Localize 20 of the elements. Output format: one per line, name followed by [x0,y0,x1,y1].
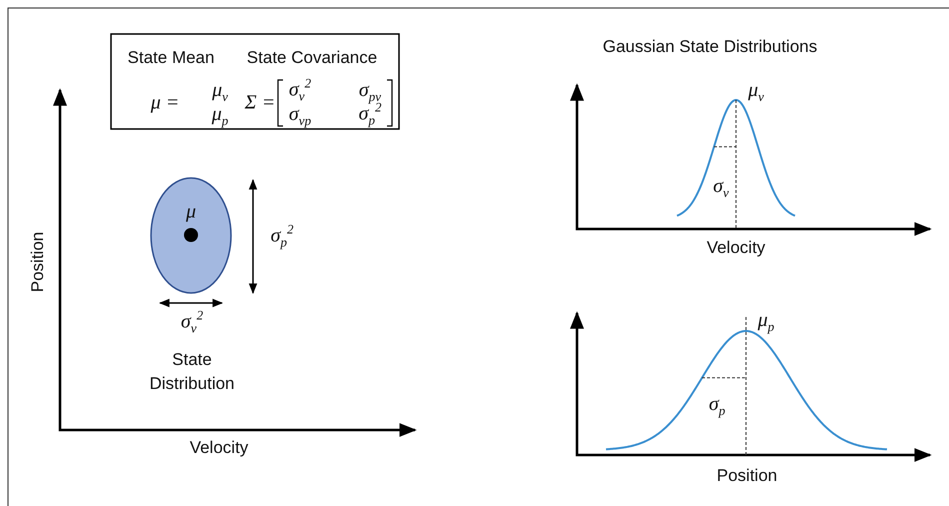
sigma-label: σ$_{p}$ [708,393,726,419]
matrix-entry: σ$_{vp}$ [288,103,312,129]
equation: μ = [150,92,180,114]
heading: State Covariance [246,48,378,68]
equation: Σ = [244,92,276,114]
caption: State Distribution [148,349,236,395]
axis-label: Velocity [190,438,248,458]
vector-entry: μ$_{p}$ [212,103,228,129]
ellipse [150,177,232,294]
heading: State Mean [128,48,214,68]
equation-box [110,33,400,130]
axis-label: Position [28,232,48,292]
sigma-label: σ$_{v}$ [713,175,729,201]
mean-label: μ$_{p}$ [758,309,774,335]
vector-entry: μ$_{v}$ [212,79,228,105]
panel-title: Gaussian State Distributions [602,37,818,57]
axis-label: Velocity [706,238,766,258]
axis-label: Position [716,466,778,486]
symbol: μ [186,200,196,224]
mean-label: μ$_{v}$ [748,79,764,105]
